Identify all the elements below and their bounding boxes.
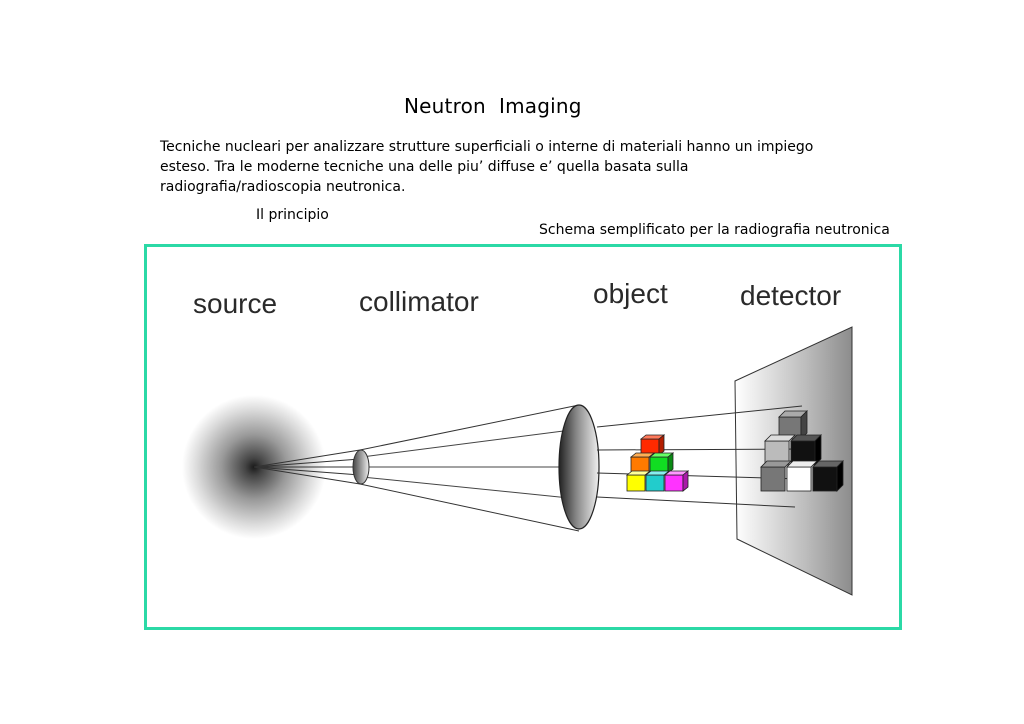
label-source: source <box>193 288 277 319</box>
shadow-mid <box>764 434 822 466</box>
rays-collimator <box>361 428 580 500</box>
label-detector: detector <box>740 280 841 311</box>
cube-yellow <box>625 470 652 492</box>
shadow-top <box>778 410 808 440</box>
diagram-caption: Schema semplificato per la radiografia n… <box>539 222 890 238</box>
page-title: Neutron Imaging <box>404 94 582 118</box>
detector-image <box>760 410 844 492</box>
label-collimator: collimator <box>359 286 479 317</box>
collimator-ring <box>352 449 370 485</box>
diagram-svg: source collimator object detector <box>182 278 853 596</box>
label-object: object <box>593 278 668 309</box>
collimator-cone <box>359 404 580 532</box>
cube-green <box>648 452 675 474</box>
collimator-lens <box>558 404 600 530</box>
cube-cyan <box>644 470 671 492</box>
intro-paragraph: Tecniche nucleari per analizzare struttu… <box>160 139 814 195</box>
shadow-bottom <box>760 460 844 492</box>
cube-magenta <box>663 470 690 492</box>
neutron-imaging-diagram: source collimator object detector <box>144 244 902 630</box>
object-cubes <box>625 434 690 492</box>
cube-red <box>639 434 666 456</box>
principle-heading: Il principio <box>256 207 329 223</box>
rays-source <box>253 449 362 485</box>
